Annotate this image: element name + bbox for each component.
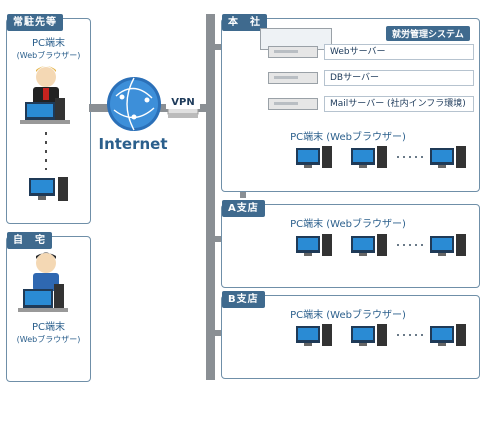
- hq-tag: 本 社: [222, 14, 267, 31]
- pc-icon: [351, 234, 387, 256]
- vpn-label: VPN: [166, 97, 200, 109]
- onsite-tag: 常駐先等: [7, 14, 63, 31]
- pc-icon: [430, 146, 466, 168]
- pc-icon: [351, 146, 387, 168]
- mail-server-label: Mailサーバー (社内インフラ環境): [324, 96, 474, 112]
- internet-globe-icon: [107, 77, 161, 131]
- db-server-label: DBサーバー: [324, 70, 474, 86]
- branch-b-tag: B支店: [222, 291, 265, 308]
- pc-onsite-icon: [29, 177, 68, 201]
- user-home-icon: [18, 252, 68, 312]
- web-server-label: Webサーバー: [324, 44, 474, 60]
- branch-a-tag: A支店: [222, 200, 265, 217]
- pc-icon: [351, 324, 387, 346]
- pc-icon: [430, 324, 466, 346]
- onsite-pc-caption: PC端末 (Webブラウザー): [16, 38, 81, 60]
- pc-icon: [430, 234, 466, 256]
- user-onsite-icon: [20, 66, 70, 124]
- hq-pc-caption: PC端末 (Webブラウザー): [290, 132, 406, 143]
- home-pc-caption: PC端末 (Webブラウザー): [16, 322, 81, 344]
- home-tag: 自 宅: [7, 232, 52, 249]
- web-server-icon: [268, 46, 318, 58]
- mail-server-icon: [268, 98, 318, 110]
- branch-a-pc-caption: PC端末 (Webブラウザー): [290, 219, 406, 230]
- main-trunk: [206, 14, 215, 380]
- pc-icon: [296, 324, 332, 346]
- db-server-icon: [268, 72, 318, 84]
- branch-b-pc-caption: PC端末 (Webブラウザー): [290, 310, 406, 321]
- internet-label: Internet: [98, 135, 168, 153]
- system-label: 就労管理システム: [386, 26, 470, 41]
- pc-icon: [296, 146, 332, 168]
- pc-icon: [296, 234, 332, 256]
